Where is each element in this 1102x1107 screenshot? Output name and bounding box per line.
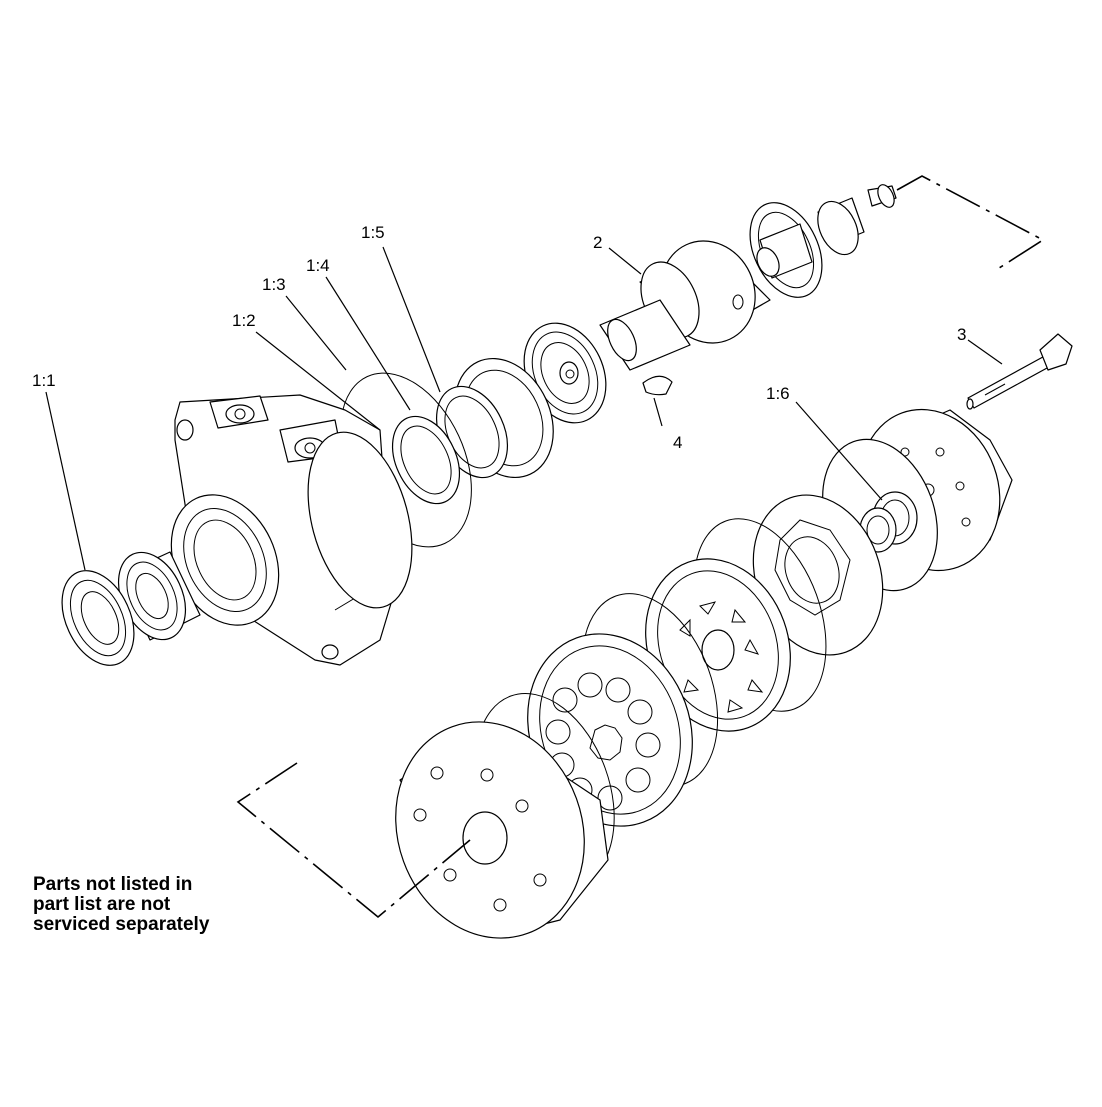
- callout-1-1: 1:1: [32, 371, 56, 390]
- woodruff-key: [642, 375, 673, 396]
- valve-disc: [645, 558, 791, 732]
- tie-bolt: [966, 333, 1073, 410]
- callout-2: 2: [593, 233, 602, 252]
- break-line-lower: [236, 762, 471, 919]
- drive-housing: [599, 240, 771, 371]
- break-line-upper: [896, 175, 1045, 271]
- service-note: Parts not listed in part list are not se…: [33, 874, 210, 935]
- note-line-1: Parts not listed in: [33, 874, 192, 895]
- front-end-plate: [395, 721, 609, 939]
- callout-1-3: 1:3: [262, 275, 286, 294]
- note-line-2: part list are not: [33, 894, 171, 915]
- leader-lines: [45, 246, 1003, 571]
- gerotor: [527, 633, 693, 827]
- seal-set: [340, 357, 554, 548]
- callout-1-2: 1:2: [232, 311, 256, 330]
- shaft-gear-assembly: [749, 184, 897, 298]
- callout-1-4: 1:4: [306, 256, 330, 275]
- callout-3: 3: [957, 325, 966, 344]
- callout-4: 4: [673, 433, 682, 452]
- callout-1-5: 1:5: [361, 223, 385, 242]
- shaft-seal: [61, 570, 135, 666]
- note-line-3: serviced separately: [33, 914, 210, 935]
- callout-1-6: 1:6: [766, 384, 790, 403]
- front-bushing: [117, 551, 201, 641]
- main-housing: [170, 394, 413, 666]
